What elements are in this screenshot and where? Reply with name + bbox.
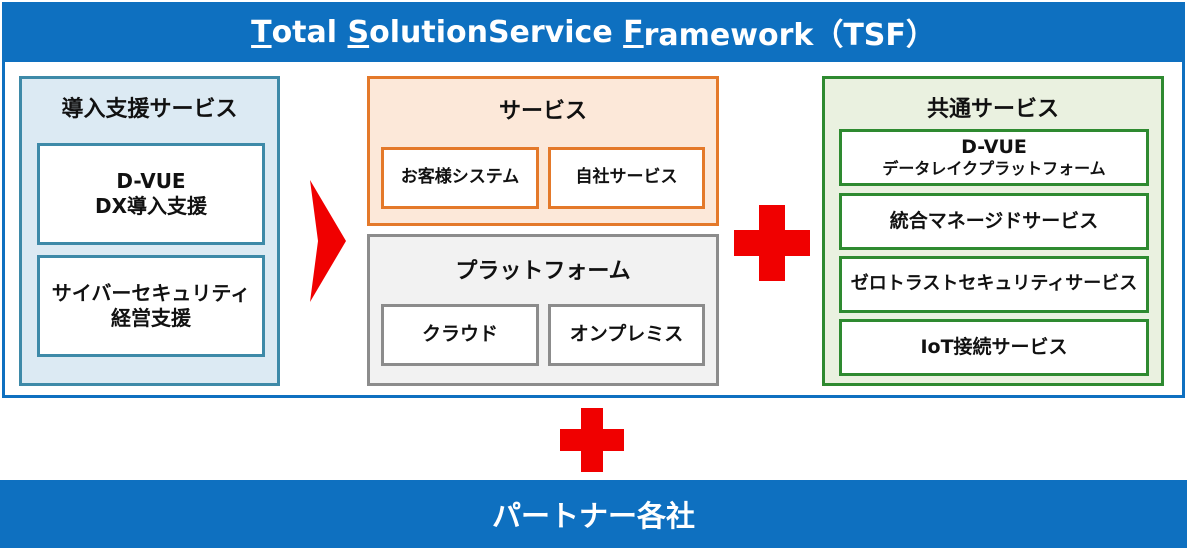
title-initial-t: T bbox=[251, 14, 272, 50]
arrow-right-icon bbox=[310, 180, 346, 302]
title-word-solutionservice: olutionService bbox=[369, 14, 624, 50]
dvue-datalake-line1: D-VUE bbox=[961, 135, 1027, 158]
platform-panel: プラットフォーム クラウド オンプレミス bbox=[367, 234, 719, 386]
title-word-total: otal bbox=[271, 14, 348, 50]
dvue-dx-line2: DX導入支援 bbox=[94, 194, 208, 218]
iot-connect-box: IoT接続サービス bbox=[839, 319, 1149, 376]
service-title: サービス bbox=[498, 99, 587, 124]
title-word-framework: ramework（TSF） bbox=[643, 18, 936, 53]
dvue-datalake-line2: データレイクプラットフォーム bbox=[882, 159, 1106, 179]
plus-icon-bottom bbox=[560, 408, 624, 472]
dvue-datalake-box: D-VUE データレイクプラットフォーム bbox=[839, 129, 1149, 186]
on-premises-box: オンプレミス bbox=[548, 304, 705, 366]
customer-system-box: お客様システム bbox=[381, 147, 539, 209]
managed-service-box: 統合マネージドサービス bbox=[839, 193, 1149, 250]
cyber-security-line2: 経営支援 bbox=[111, 306, 191, 330]
zero-trust-box: ゼロトラストセキュリティサービス bbox=[839, 256, 1149, 313]
service-panel: サービス お客様システム 自社サービス bbox=[367, 76, 719, 226]
common-services-title: 共通サービス bbox=[926, 97, 1059, 122]
cloud-box: クラウド bbox=[381, 304, 539, 366]
title-initial-f: F bbox=[623, 14, 644, 50]
intro-support-title: 導入支援サービス bbox=[61, 97, 238, 122]
partners-label: パートナー各社 bbox=[491, 499, 695, 533]
own-service-box: 自社サービス bbox=[548, 147, 705, 209]
partners-bar: パートナー各社 bbox=[0, 480, 1187, 548]
dvue-dx-line1: D-VUE bbox=[116, 169, 186, 193]
intro-support-panel: 導入支援サービス D-VUE DX導入支援 サイバーセキュリティ 経営支援 bbox=[19, 76, 280, 386]
cyber-security-support-box: サイバーセキュリティ 経営支援 bbox=[37, 255, 265, 357]
plus-icon bbox=[734, 205, 810, 281]
cyber-security-line1: サイバーセキュリティ bbox=[51, 281, 251, 305]
dvue-dx-support-box: D-VUE DX導入支援 bbox=[37, 143, 265, 245]
title-initial-s: S bbox=[347, 14, 370, 50]
platform-title: プラットフォーム bbox=[455, 259, 631, 284]
common-services-panel: 共通サービス D-VUE データレイクプラットフォーム 統合マネージドサービス … bbox=[822, 76, 1164, 386]
